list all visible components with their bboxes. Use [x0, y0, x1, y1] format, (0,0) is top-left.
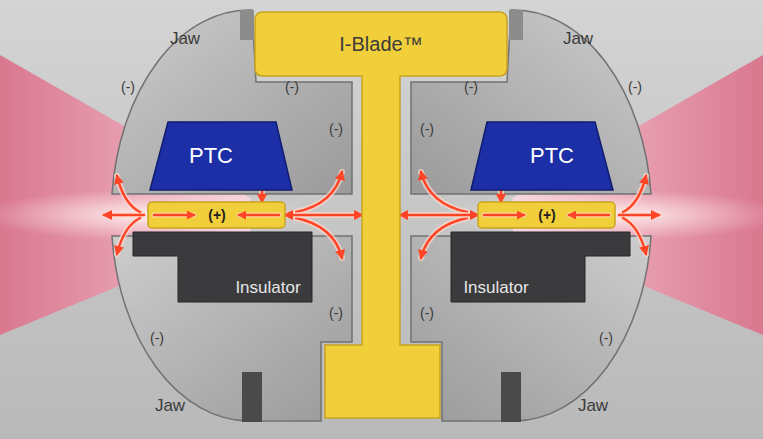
polarity-label: (-) — [420, 306, 434, 320]
insulator-block: Insulator — [451, 232, 630, 302]
jaw-label: Jaw — [155, 397, 185, 414]
jaw-label: Jaw — [563, 30, 593, 47]
ptc-element: PTC — [471, 122, 613, 190]
ptc-element: PTC — [150, 122, 292, 190]
i-blade: I-Blade™ — [255, 12, 507, 420]
node-text: I-Blade™ — [339, 34, 422, 54]
polarity-label: (-) — [628, 80, 642, 94]
polarity-label: (-) — [329, 122, 343, 136]
polarity-label: (-) — [420, 122, 434, 136]
positive-electrode: (+) — [478, 202, 615, 228]
node-text: Insulator — [463, 279, 528, 296]
current-arrow — [285, 215, 362, 216]
polarity-label: (-) — [121, 80, 135, 94]
node-text: Insulator — [235, 279, 300, 296]
node-text: PTC — [530, 145, 574, 167]
polarity-label: (-) — [599, 331, 613, 345]
insulator-block: Insulator — [133, 232, 312, 302]
jaw-label: Jaw — [578, 397, 608, 414]
polarity-label: (-) — [464, 80, 478, 94]
polarity-label: (-) — [285, 80, 299, 94]
jaw-label: Jaw — [170, 30, 200, 47]
current-arrow — [400, 215, 478, 216]
polarity-label: (-) — [150, 331, 164, 345]
node-text: PTC — [189, 145, 233, 167]
node-text: (+) — [538, 208, 556, 222]
polarity-label: (-) — [329, 306, 343, 320]
positive-electrode: (+) — [148, 202, 285, 228]
node-text: (+) — [208, 208, 226, 222]
i-blade-outline — [255, 12, 507, 420]
